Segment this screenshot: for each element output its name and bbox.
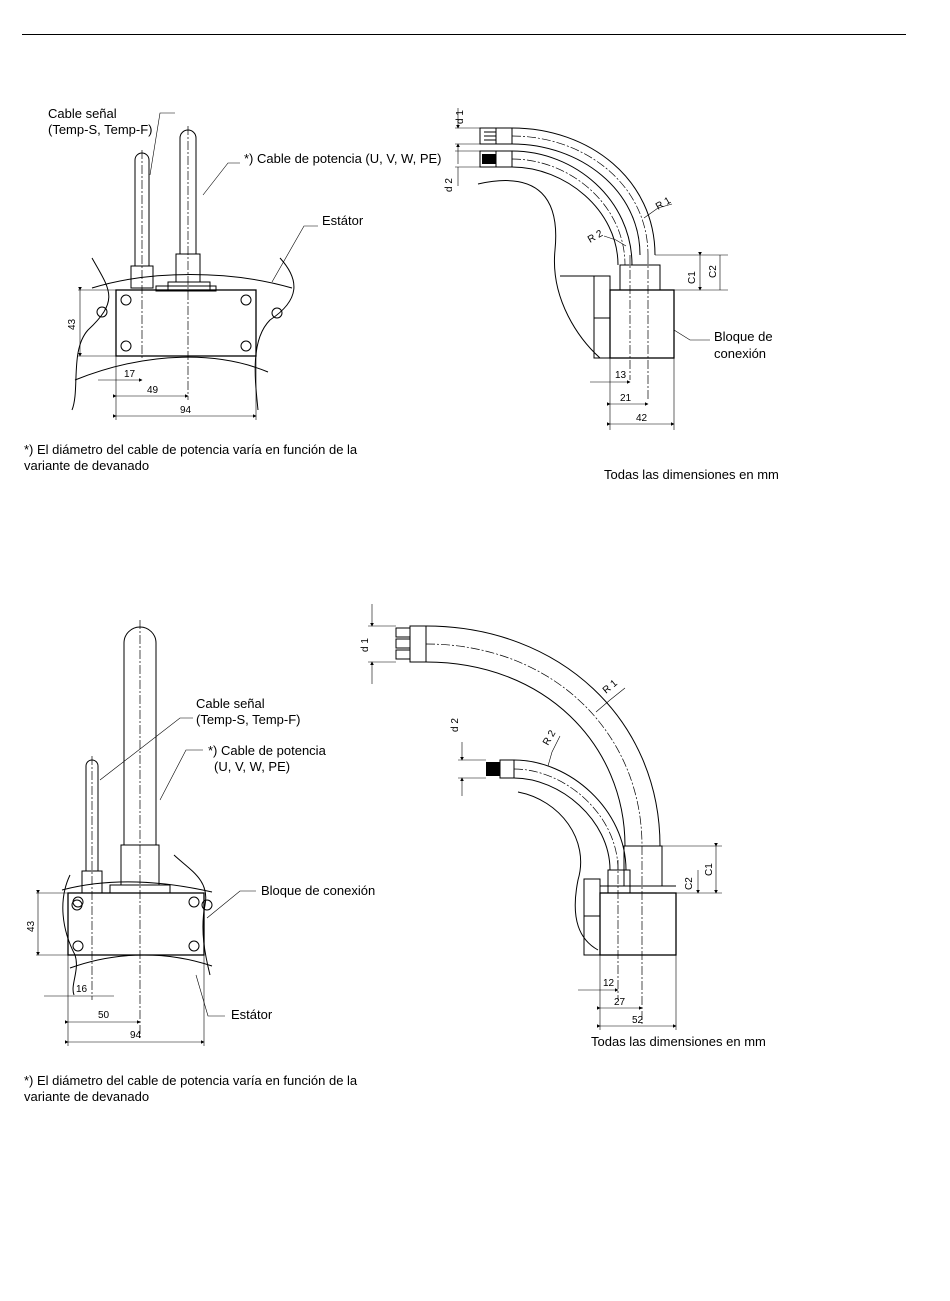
fig2-signal-cable-label-2: (Temp-S, Temp-F): [196, 712, 301, 727]
fig1-dim-21: 21: [620, 393, 632, 404]
fig1-units-note: Todas las dimensiones en mm: [604, 467, 779, 482]
fig2-connection-block: [67, 892, 205, 956]
fig2-dim-50: 50: [98, 1010, 110, 1021]
fig1-footnote: *) El diámetro del cable de potencia var…: [24, 442, 357, 474]
fig1-side-view: [455, 108, 728, 430]
fig1-cable-r2: [511, 150, 633, 266]
fig2-dim-27: 27: [614, 997, 626, 1008]
fig1-dim-94: 94: [180, 405, 192, 416]
fig1-dim-height: 43: [67, 318, 78, 330]
fig1-footnote-line1: *) El diámetro del cable de potencia var…: [24, 442, 358, 457]
fig1-footnote-line2: variante de devanado: [24, 458, 150, 473]
fig2-power-cable-label-1: *) Cable de potencia: [208, 743, 327, 758]
fig2-r1: R 1: [601, 678, 620, 697]
fig2-signal-cable-label-1: Cable señal: [196, 696, 265, 711]
fig2-c2: C2: [684, 877, 695, 890]
fig2-dim-16: 16: [76, 984, 88, 995]
fig1-stator-label: Estátor: [322, 213, 364, 228]
fig1-cable-r1: [511, 127, 656, 256]
fig2-front-view: [36, 620, 256, 1046]
fig1-front-view: [71, 112, 318, 420]
fig2-d1: d 1: [360, 638, 371, 652]
fig2-stator-label: Estátor: [231, 1007, 273, 1022]
fig1-power-cable-label: *) Cable de potencia (U, V, W, PE): [244, 151, 442, 166]
fig1-stator-arc: [477, 180, 601, 359]
fig1-block-label-1: Bloque de: [714, 329, 773, 344]
fig2-power-cable-label-2: (U, V, W, PE): [214, 759, 290, 774]
fig2-cable-r1: [425, 625, 661, 847]
fig1-stator-outline: [71, 257, 110, 411]
header-rule: [22, 34, 906, 35]
fig1-d2: d 2: [444, 178, 455, 192]
fig1-d1: d 1: [455, 110, 466, 124]
fig2-dim-12: 12: [603, 978, 615, 989]
fig1-signal-cable-label-1: Cable señal: [48, 106, 117, 121]
fig2-stator-arc: [517, 791, 599, 951]
fig1-dim-49: 49: [147, 385, 159, 396]
fig1-side-connection-block: [609, 289, 675, 359]
fig1-r2: R 2: [586, 228, 605, 246]
fig1-dim-17: 17: [124, 369, 136, 380]
fig1-c1: C1: [687, 271, 698, 284]
fig2-c1: C1: [704, 863, 715, 876]
fig2-side-view: [368, 604, 722, 1030]
fig2-connection-block-label: Bloque de conexión: [261, 883, 375, 898]
fig2-dim-height: 43: [26, 920, 37, 932]
fig1-block-label-2: conexión: [714, 346, 766, 361]
fig2-dim-94: 94: [130, 1030, 142, 1041]
fig2-cable-r2: [513, 759, 627, 871]
fig1-dim-42: 42: [636, 413, 648, 424]
fig1-c2: C2: [708, 265, 719, 278]
fig2-footnote: *) El diámetro del cable de potencia var…: [24, 1073, 357, 1105]
fig2-footnote-line2: variante de devanado: [24, 1089, 150, 1104]
fig1-dim-13: 13: [615, 370, 627, 381]
fig1-r1: R 1: [654, 195, 673, 213]
fig1-connection-block: [115, 289, 257, 357]
fig2-dim-52: 52: [632, 1015, 644, 1026]
fig2-side-connection-block: [599, 892, 677, 956]
fig2-footnote-line1: *) El diámetro del cable de potencia var…: [24, 1073, 358, 1088]
fig1-signal-cable-label-2: (Temp-S, Temp-F): [48, 122, 153, 137]
fig2-d2: d 2: [450, 718, 461, 732]
fig2-units-note: Todas las dimensiones en mm: [591, 1034, 766, 1049]
